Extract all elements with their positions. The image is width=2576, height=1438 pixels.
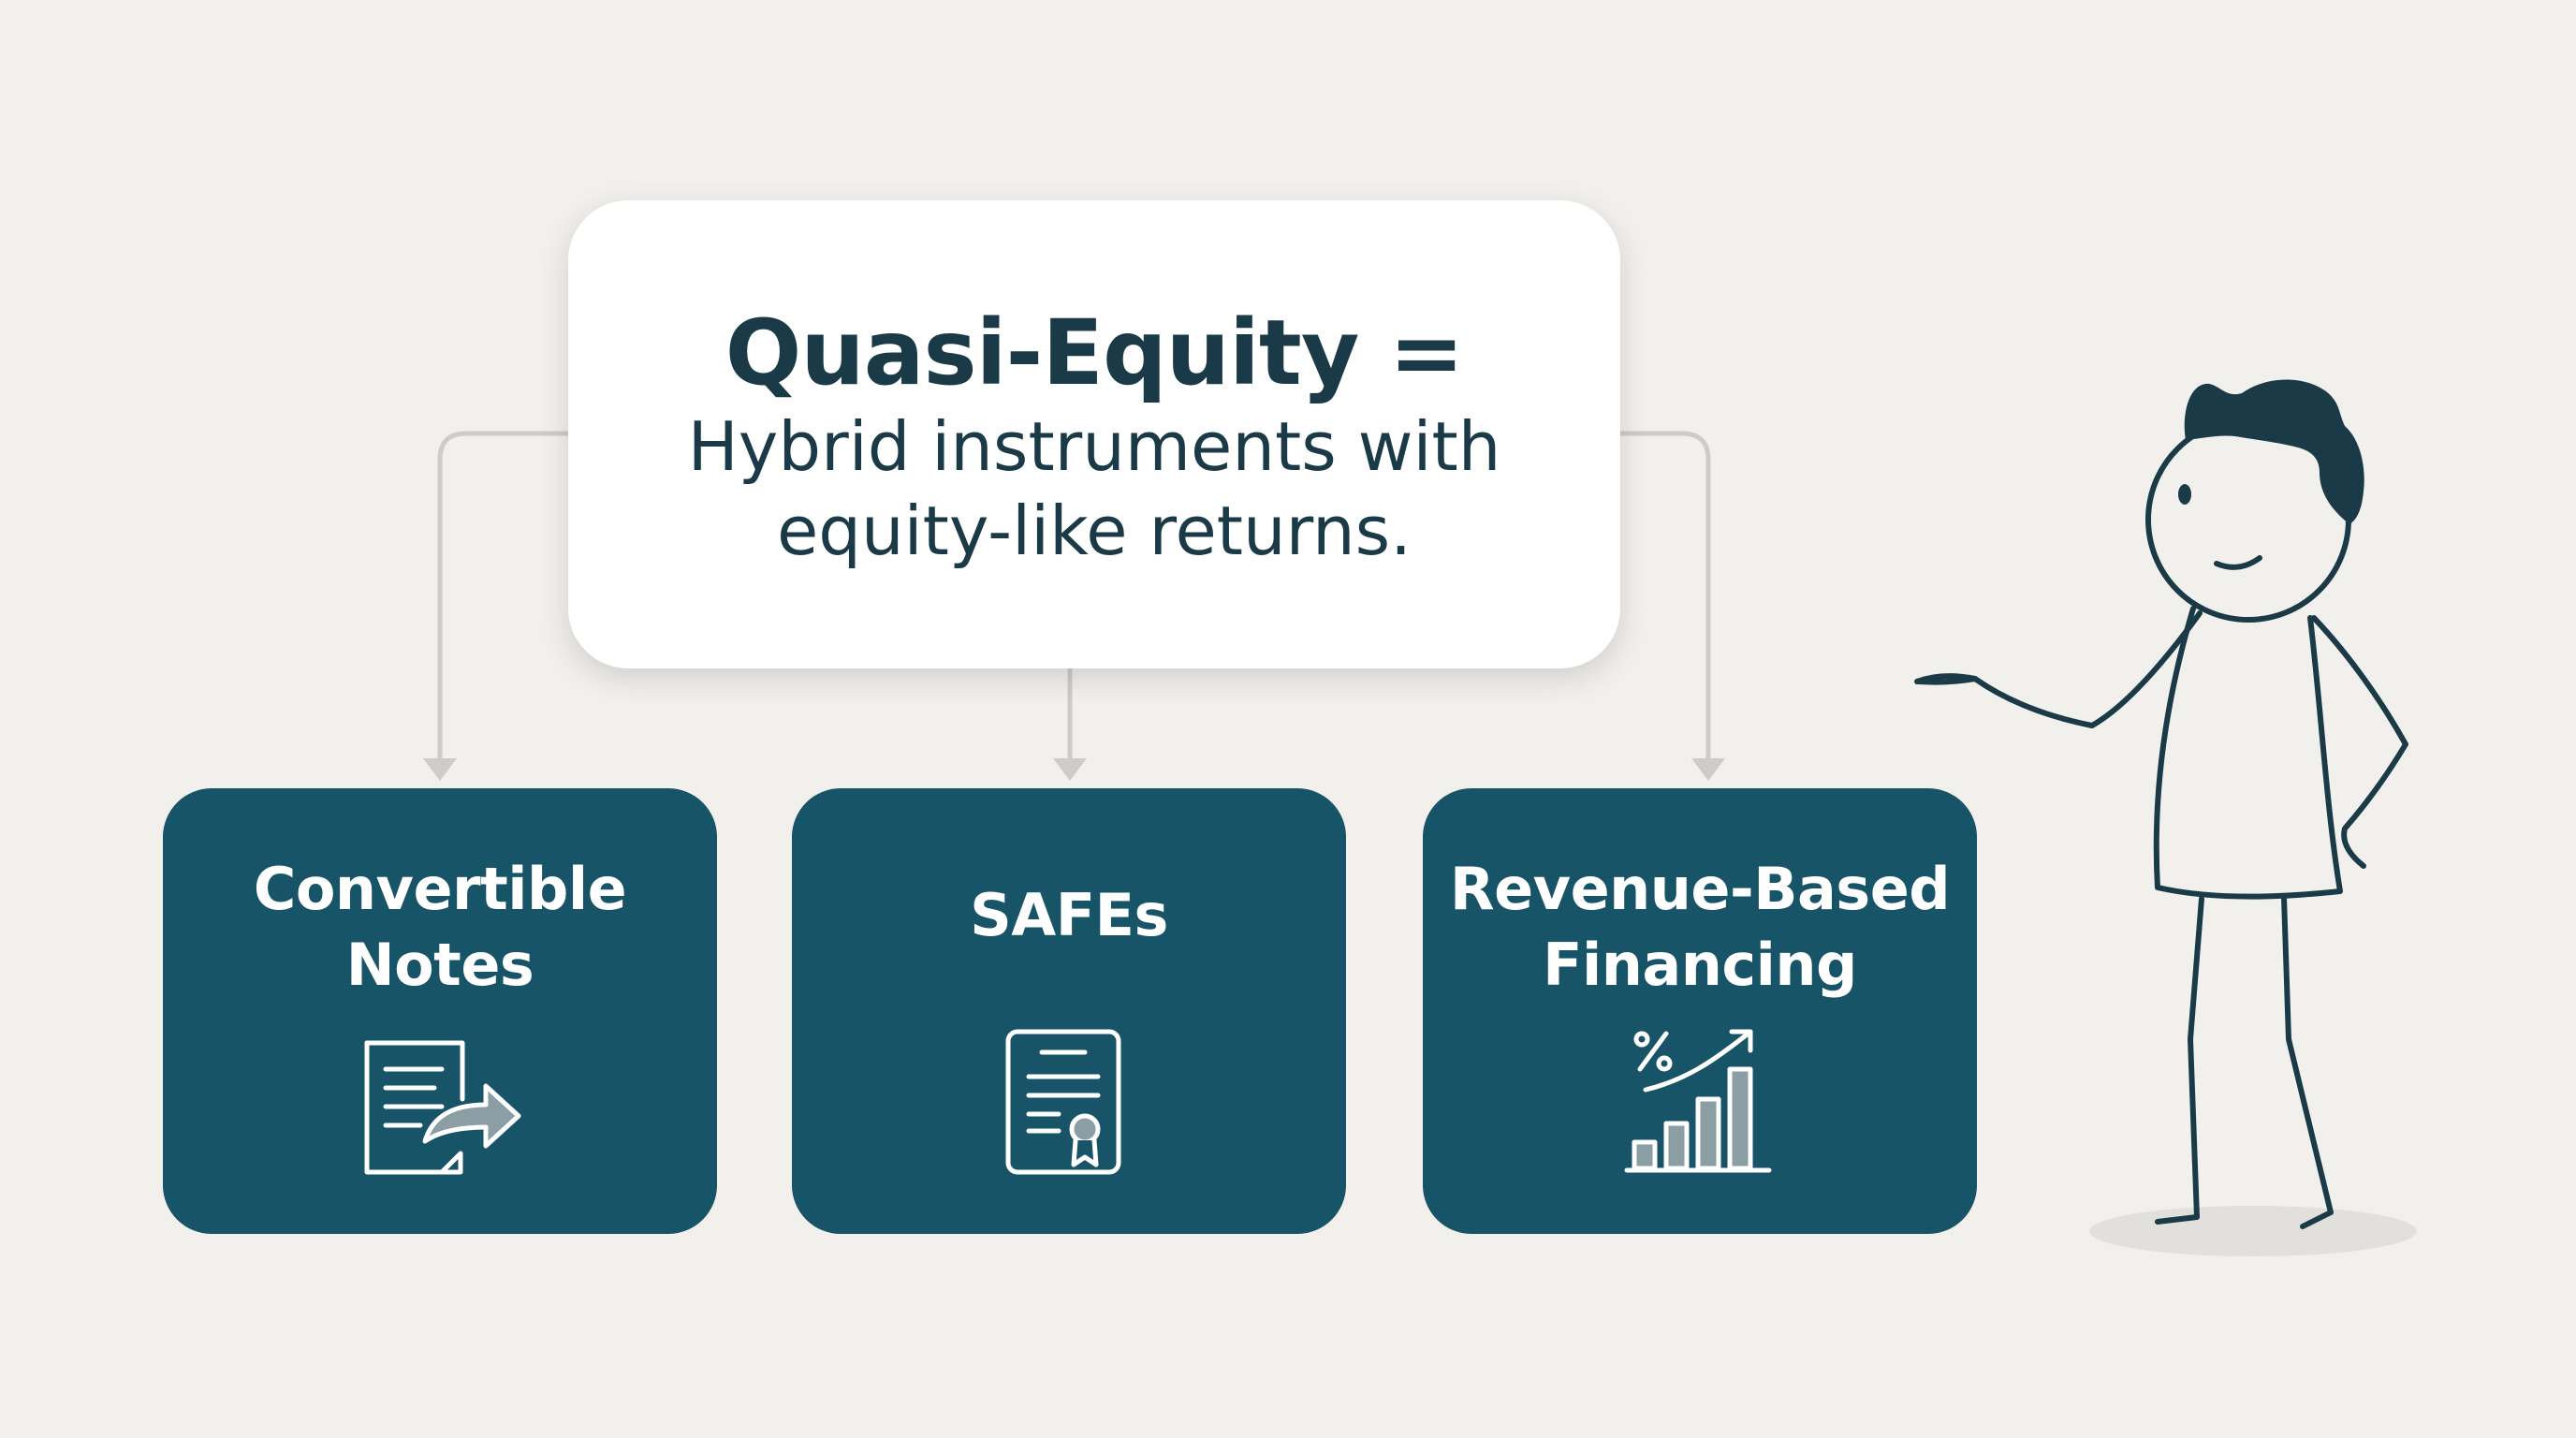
eye [2178,484,2191,505]
definition-card: Quasi-Equity = Hybrid instruments with e… [568,200,1620,668]
definition-line-2: equity-like returns. [776,491,1412,570]
ground-shadow [2089,1206,2417,1256]
connector-arrows [423,431,1725,781]
right-leg [2281,894,2334,1229]
instrument-label-line-1: Revenue-Based [1449,855,1951,923]
pointing-arm [1916,610,2203,728]
hip-arm [2311,615,2408,869]
pointing-hand [1914,673,1978,684]
arrowhead-right [1691,758,1725,781]
connector-right [1617,431,1711,761]
hair [2184,379,2364,524]
stick-figure-presenter [1914,379,2417,1256]
torso [2153,606,2343,900]
smile [2214,555,2262,570]
arrowhead-left [423,758,457,781]
instrument-card-convertible-notes: Convertible Notes [163,788,717,1234]
instrument-label: Convertible Notes [253,852,627,1003]
instrument-label-line-2: Notes [345,930,534,999]
instrument-label-line-1: Convertible [253,855,627,923]
growth-chart-icon [1624,1029,1772,1173]
connector-left [437,431,571,761]
document-arrow-icon [364,1040,521,1175]
certificate-icon [1005,1029,1121,1175]
instrument-card-safes: SAFEs [792,788,1346,1234]
definition-line-1: Hybrid instruments with [687,406,1501,486]
left-leg [2155,896,2204,1225]
arrowhead-center [1053,758,1087,781]
definition-title: Quasi-Equity = [724,301,1464,406]
instrument-label: SAFEs [970,878,1168,954]
instrument-label-line-1: SAFEs [970,881,1168,949]
instrument-card-revenue-based-financing: Revenue-Based Financing [1423,788,1977,1234]
instrument-label-line-2: Financing [1543,930,1857,999]
instrument-label: Revenue-Based Financing [1449,852,1951,1003]
